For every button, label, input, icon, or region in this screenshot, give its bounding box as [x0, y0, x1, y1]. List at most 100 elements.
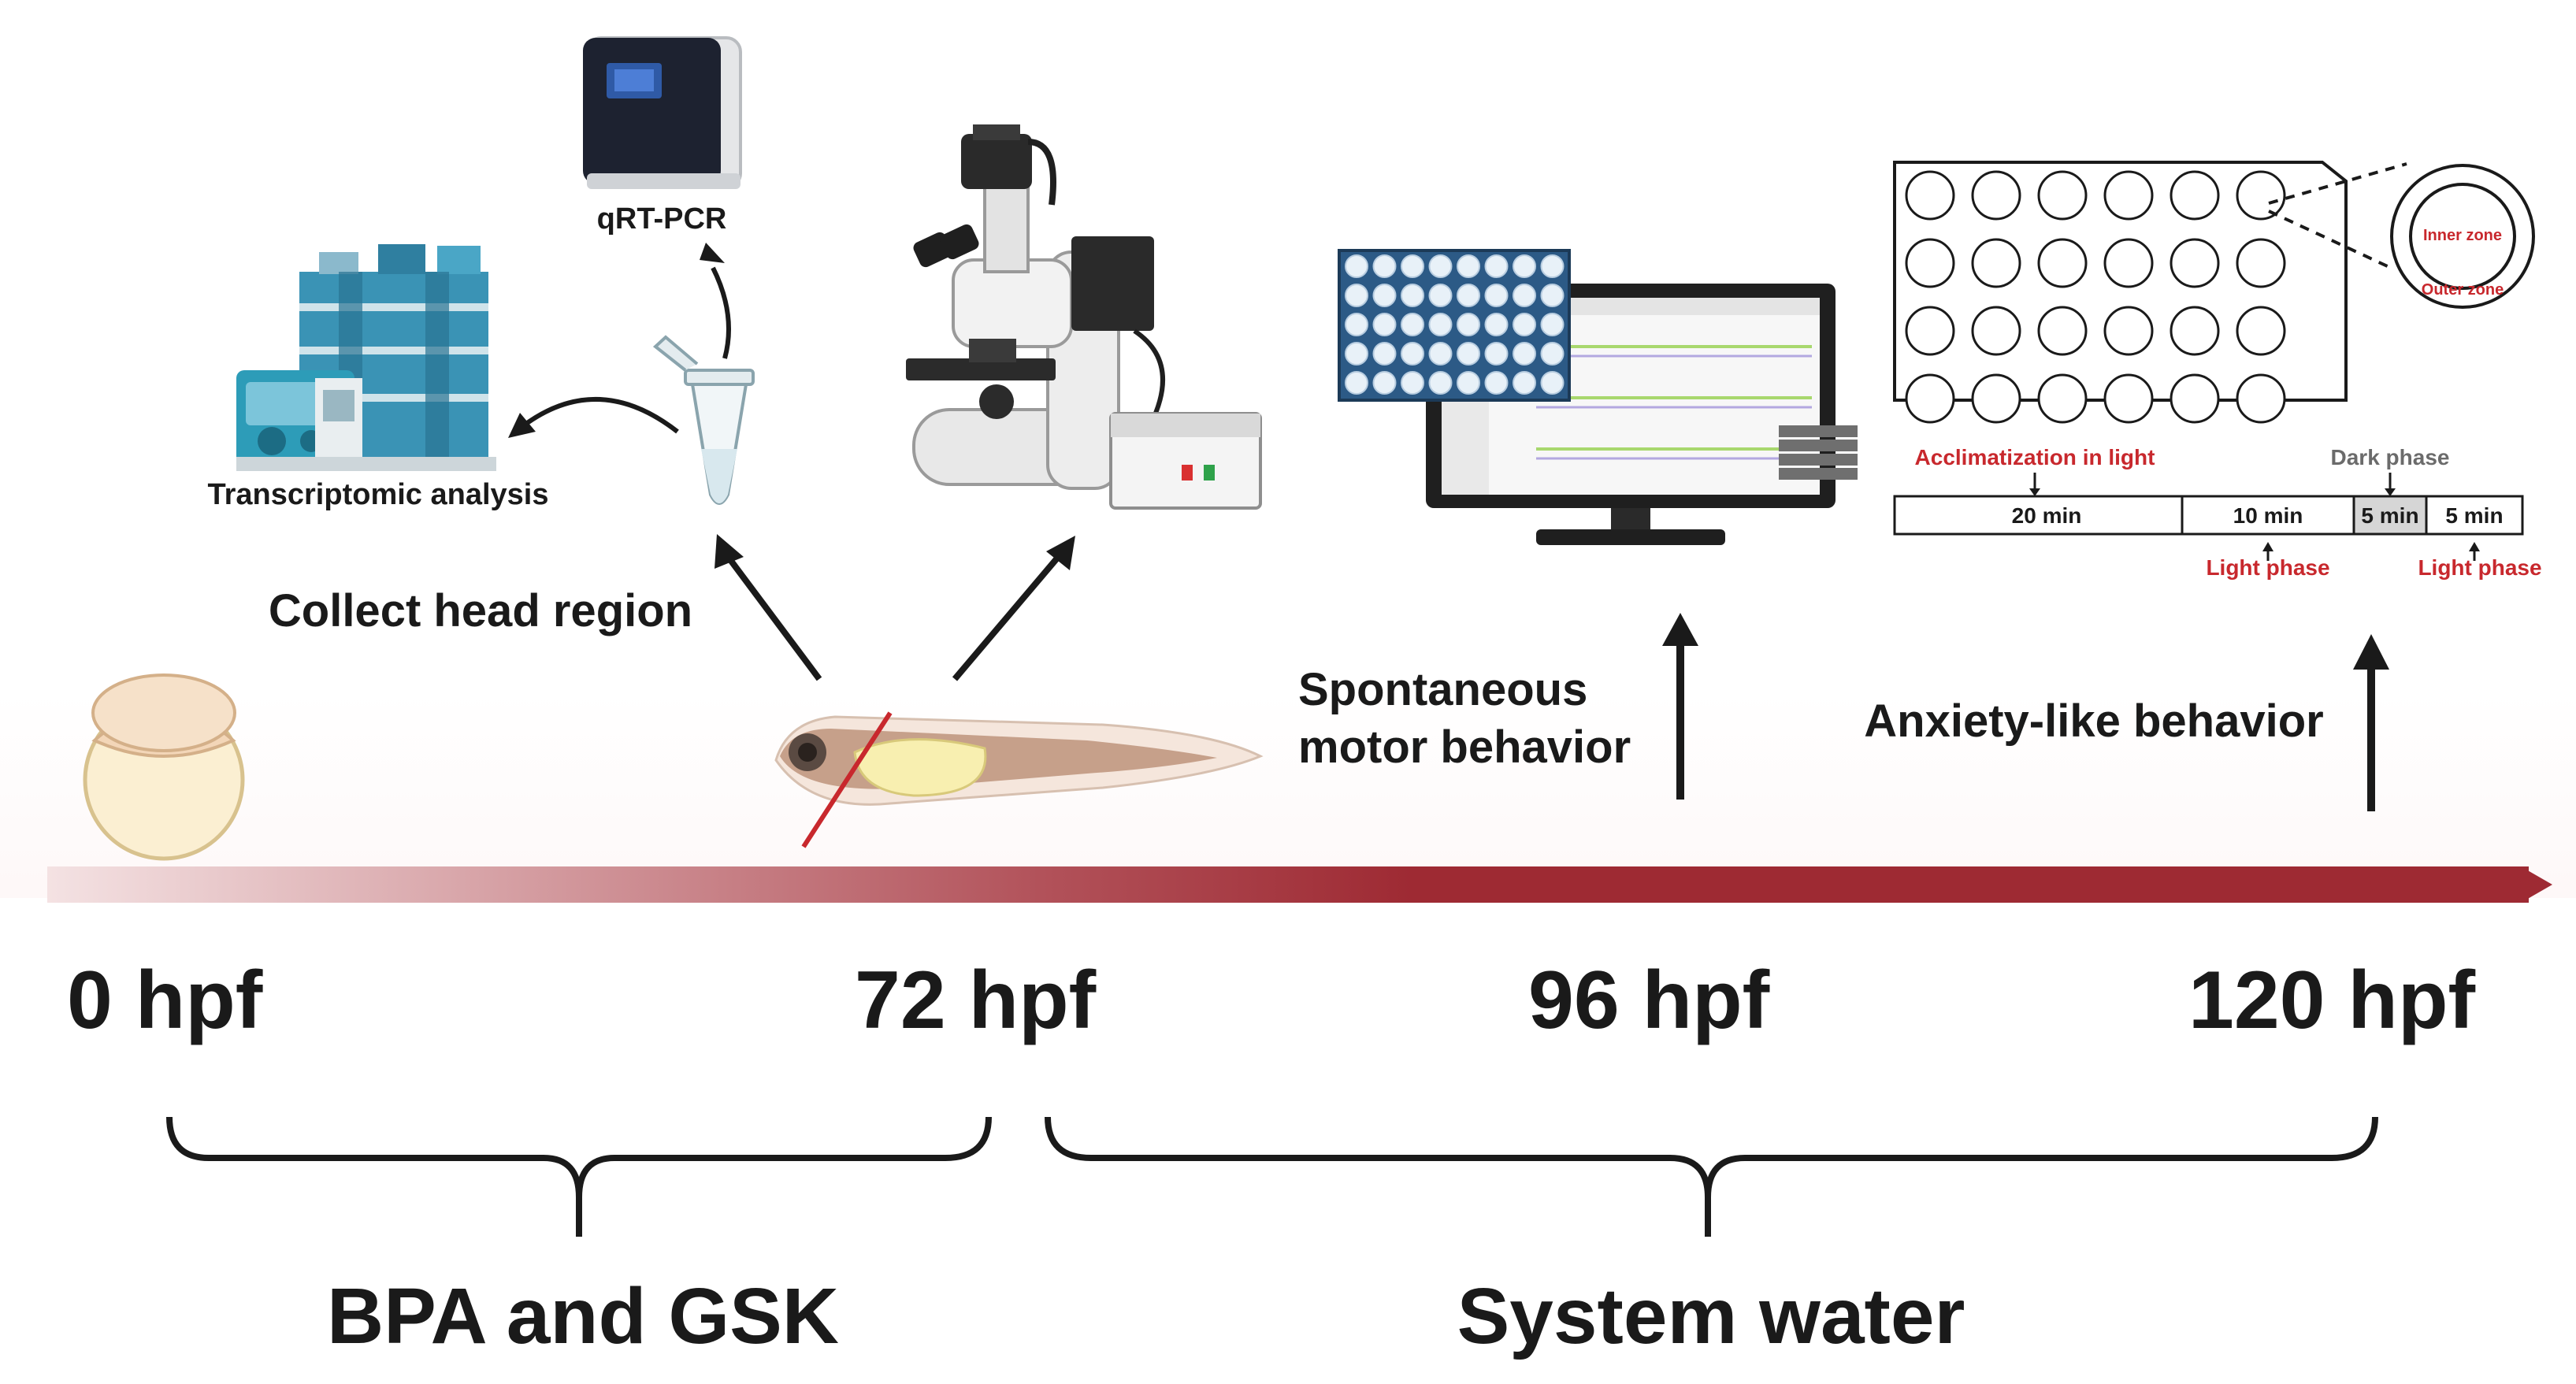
plate-well [1401, 254, 1424, 278]
light-phase-1-tick-head [2262, 542, 2273, 551]
qrtpcr-label: qRT-PCR [597, 202, 727, 236]
plate-well [1457, 342, 1480, 365]
protocol-label-4: 5 min [2445, 503, 2503, 528]
plate-well [1540, 254, 1565, 278]
protocol-bar: 20 min 10 min 5 min 5 min [1893, 495, 2524, 536]
acclimatization-tick-head [2029, 488, 2040, 496]
plate-well [1345, 342, 1368, 365]
exposure-label: BPA and GSK [327, 1272, 839, 1360]
well [1971, 238, 2021, 288]
plate-well [1428, 313, 1453, 336]
light-phase-1-label: Light phase [2206, 555, 2329, 580]
plate-well [1484, 313, 1509, 336]
well [1971, 306, 2021, 356]
plate-well [1428, 342, 1453, 365]
plate-well [1513, 284, 1536, 307]
plate-well [1372, 342, 1397, 365]
anxiety-label: Anxiety-like behavior [1864, 696, 2323, 747]
outer-zone-label: Outer zone [2422, 281, 2504, 299]
24-well-plate-diagram [1893, 161, 2535, 424]
well [2103, 306, 2154, 356]
well [2037, 238, 2088, 288]
recovery-brace [1045, 1116, 2378, 1237]
exposure-brace [166, 1116, 992, 1237]
well [1905, 238, 1955, 288]
plate-well [1540, 342, 1565, 365]
inner-zone-label: Inner zone [2423, 227, 2502, 244]
well [1905, 373, 1955, 424]
plate-well [1457, 371, 1480, 395]
transcriptomic-label: Transcriptomic analysis [208, 478, 549, 511]
plate-well [1540, 313, 1565, 336]
arrow-to-microscope [952, 536, 1075, 681]
well [2236, 373, 2286, 424]
spontaneous-label-line2: motor behavior [1298, 722, 1631, 773]
tick-0-hpf: 0 hpf [67, 955, 263, 1046]
plate-well [1513, 371, 1536, 395]
protocol-label-1: 20 min [2012, 503, 2082, 528]
tick-72-hpf: 72 hpf [855, 955, 1097, 1046]
embryo-icon [83, 673, 245, 861]
plate-well [1345, 313, 1368, 336]
arrow-to-transcriptomic [508, 397, 679, 438]
plate-well [1345, 284, 1368, 307]
plate-well [1513, 254, 1536, 278]
arrow-to-tube [715, 534, 822, 681]
protocol-segment-1 [1893, 495, 2184, 536]
plate-well [1372, 313, 1397, 336]
plate-well [1457, 313, 1480, 336]
plate-well [1345, 371, 1368, 395]
plate-well [1513, 313, 1536, 336]
plate-well [1428, 254, 1453, 278]
spontaneous-label-line1: Spontaneous [1298, 664, 1587, 715]
arrow-up-spontaneous [1662, 613, 1698, 800]
plate-well [1484, 284, 1509, 307]
plate-well [1484, 254, 1509, 278]
well [2170, 306, 2220, 356]
arrow-up-anxiety [2353, 634, 2389, 811]
tick-96-hpf: 96 hpf [1528, 955, 1770, 1046]
plate-well [1484, 342, 1509, 365]
well [2037, 306, 2088, 356]
well [1905, 306, 1955, 356]
well [2236, 170, 2286, 221]
plate-well [1428, 284, 1453, 307]
dark-phase-label: Dark phase [2331, 445, 2450, 469]
well [2170, 373, 2220, 424]
plate-well [1484, 371, 1509, 395]
light-phase-2-label: Light phase [2418, 555, 2541, 580]
well [2236, 238, 2286, 288]
plate-well [1401, 342, 1424, 365]
plate-well [1457, 284, 1480, 307]
plate-well [1540, 371, 1565, 395]
plate-well [1540, 284, 1565, 307]
qrtpcr-machine-icon [583, 36, 742, 189]
plate-well [1428, 371, 1453, 395]
cut-line [801, 711, 893, 848]
dark-phase-tick-head [2385, 488, 2396, 496]
well [2037, 373, 2088, 424]
well [1971, 170, 2021, 221]
plate-well [1401, 313, 1424, 336]
microscope-icon [906, 124, 1262, 510]
plate-well [1401, 284, 1424, 307]
well [2103, 238, 2154, 288]
protocol-segment-3 [2352, 495, 2428, 536]
recovery-label: System water [1457, 1272, 1965, 1360]
plate-well [1372, 284, 1397, 307]
well [2236, 306, 2286, 356]
collect-head-label: Collect head region [269, 585, 692, 636]
transcriptomic-instrument-icon [236, 244, 496, 471]
plate-well [1513, 342, 1536, 365]
well [2103, 373, 2154, 424]
protocol-label-2: 10 min [2233, 503, 2303, 528]
plate-well [1372, 254, 1397, 278]
larva-icon [774, 711, 1264, 848]
light-phase-2-tick-head [2469, 542, 2480, 551]
tick-120-hpf: 120 hpf [2188, 955, 2475, 1046]
well [2037, 170, 2088, 221]
plate-well [1457, 254, 1480, 278]
plate-well [1401, 371, 1424, 395]
